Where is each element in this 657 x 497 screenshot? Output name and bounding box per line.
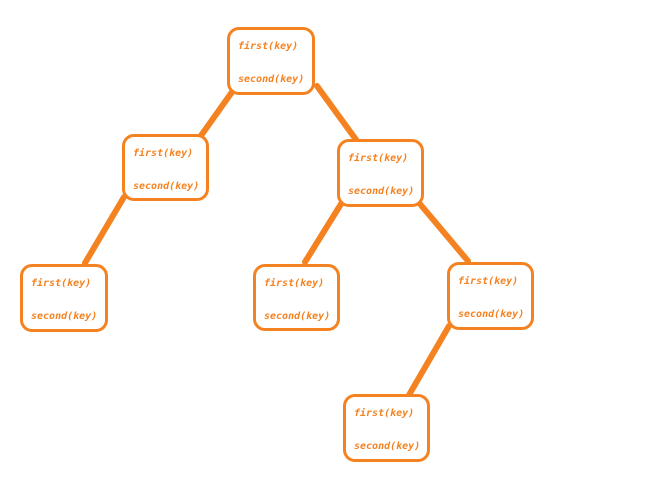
tree-node-right-left: first(key) second(key) — [253, 264, 340, 331]
tree-node-right-right-left: first(key) second(key) — [343, 394, 430, 462]
node-first-label: first(key) — [238, 41, 299, 52]
edge-r-rl — [302, 201, 344, 265]
tree-node-right: first(key) second(key) — [337, 139, 424, 207]
tree-node-root: first(key) second(key) — [227, 27, 315, 95]
node-first-label: first(key) — [348, 153, 409, 164]
edge-r-rr — [417, 201, 471, 264]
node-second-label: second(key) — [238, 74, 305, 85]
edge-l-ll — [82, 194, 127, 266]
tree-node-left: first(key) second(key) — [122, 134, 209, 201]
node-first-label: first(key) — [133, 148, 194, 159]
edge-root-r — [314, 83, 360, 144]
node-first-label: first(key) — [264, 278, 325, 289]
tree-node-left-left: first(key) second(key) — [20, 264, 108, 332]
edge-root-l — [197, 89, 235, 140]
node-second-label: second(key) — [458, 309, 525, 320]
node-first-label: first(key) — [31, 278, 92, 289]
node-first-label: first(key) — [458, 276, 519, 287]
node-second-label: second(key) — [348, 186, 415, 197]
node-first-label: first(key) — [354, 408, 415, 419]
node-second-label: second(key) — [354, 441, 421, 452]
node-second-label: second(key) — [31, 311, 98, 322]
edge-rr-rrl — [406, 323, 452, 398]
node-second-label: second(key) — [264, 311, 331, 322]
tree-node-right-right: first(key) second(key) — [447, 262, 534, 330]
node-second-label: second(key) — [133, 181, 200, 192]
